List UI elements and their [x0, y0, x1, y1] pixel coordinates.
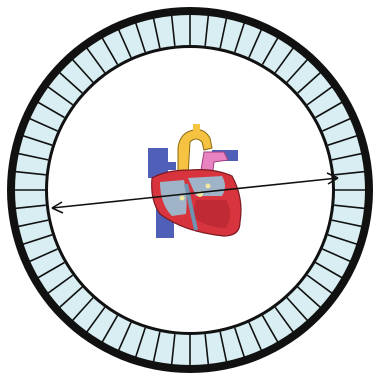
aorta-branch: [193, 124, 200, 136]
pulmonary-vein-left: [160, 162, 176, 170]
valve-tricuspid: [180, 196, 185, 201]
valve-aortic: [206, 184, 211, 189]
